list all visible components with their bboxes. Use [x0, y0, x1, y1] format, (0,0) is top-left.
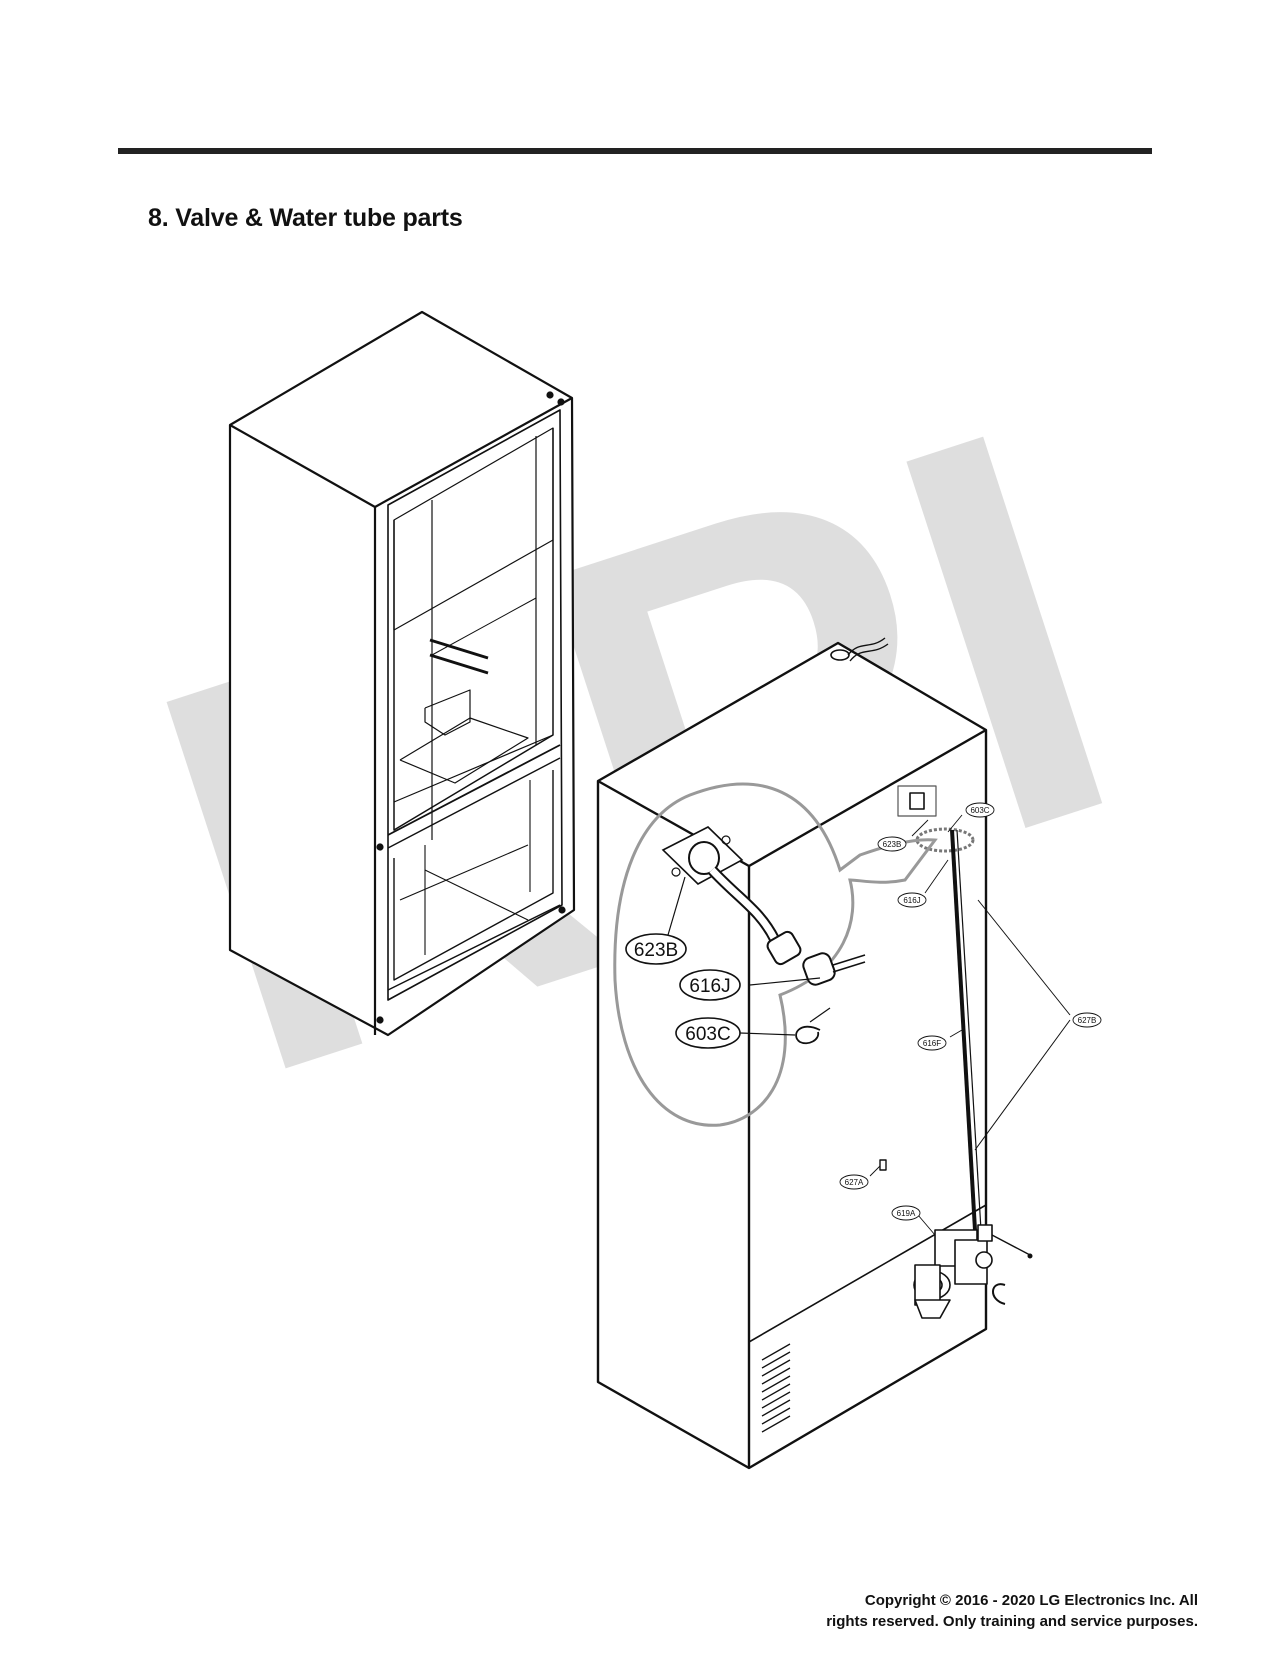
callout-616F: 616F	[917, 1035, 947, 1051]
copyright-line-1: Copyright © 2016 - 2020 LG Electronics I…	[864, 1592, 1198, 1609]
callout-627A: 627A	[839, 1174, 869, 1190]
callout-616J: 616J	[897, 892, 927, 908]
refrigerator-cabinet-front	[228, 310, 576, 1037]
svg-text:623B: 623B	[883, 840, 902, 849]
section-title: 8. Valve & Water tube parts	[148, 204, 463, 232]
main-callouts: 623B 603C 616J 616F 627B 627A 619A	[839, 802, 1102, 1236]
svg-text:616J: 616J	[689, 976, 730, 997]
svg-text:616F: 616F	[923, 1039, 941, 1048]
water-valve	[913, 1224, 993, 1319]
callout-619A: 619A	[891, 1205, 921, 1221]
callout-603C: 603C	[965, 802, 995, 818]
svg-text:627B: 627B	[1078, 1016, 1097, 1025]
svg-text:627A: 627A	[845, 1178, 864, 1187]
svg-text:603C: 603C	[970, 806, 989, 815]
copyright-line-2: rights reserved. Only training and servi…	[826, 1613, 1198, 1630]
copyright-notice: Copyright © 2016 - 2020 LG Electronics I…	[638, 1590, 1198, 1632]
svg-text:603C: 603C	[685, 1024, 730, 1045]
detail-magnifier: 623B 616J 603C	[613, 782, 938, 1127]
svg-text:623B: 623B	[634, 940, 678, 961]
water-tube-assembly	[879, 785, 1071, 1319]
detail-callout-623B: 623B	[625, 933, 687, 965]
svg-text:619A: 619A	[897, 1209, 916, 1218]
detail-callout-616J: 616J	[679, 969, 741, 1001]
header-rule	[118, 148, 1152, 154]
callout-623B: 623B	[877, 836, 907, 852]
refrigerator-cabinet-rear	[596, 637, 988, 1470]
detail-callout-603C: 603C	[675, 1017, 741, 1049]
svg-text:616J: 616J	[903, 896, 920, 905]
callout-627B: 627B	[1072, 1012, 1102, 1028]
